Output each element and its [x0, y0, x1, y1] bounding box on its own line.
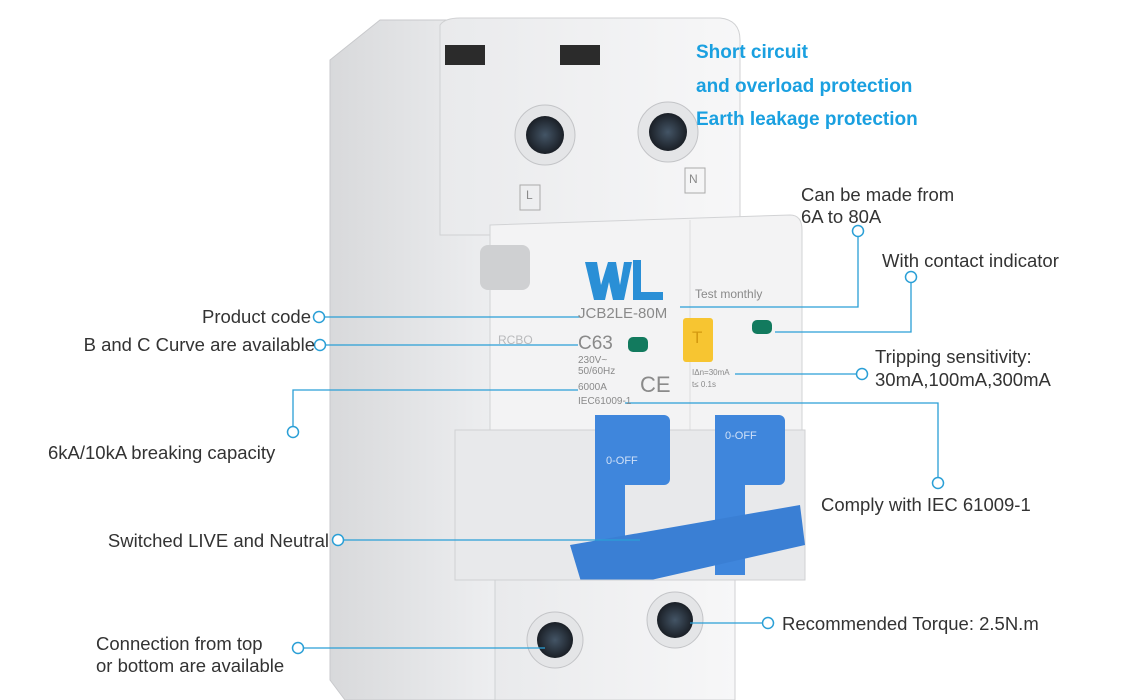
callout-product-code: Product code — [201, 306, 311, 327]
callout-dots — [286, 224, 945, 655]
terminal-n: N — [689, 172, 698, 186]
device-model: JCB2LE-80M — [578, 305, 668, 322]
terminal-l: L — [526, 188, 533, 202]
leader-indicator — [775, 283, 912, 333]
headline-line-3: Earth leakage protection — [696, 109, 918, 130]
device-breaking: 6000A — [578, 382, 607, 393]
callout-curve: B and C Curve are available — [83, 334, 315, 355]
test-monthly-label: Test monthly — [695, 287, 763, 301]
callout-connection-2: or bottom are available — [96, 655, 285, 676]
trip-time-text: t≤ 0.1s — [692, 380, 716, 389]
headline-line-1: Short circuit — [696, 42, 808, 63]
callout-connection-1: Connection from top — [96, 633, 263, 654]
callout-tripping-1: Tripping sensitivity: — [875, 346, 1032, 367]
handle-left — [600, 415, 670, 485]
sensitivity-text: IΔn=30mA — [692, 368, 730, 377]
brand-logo — [585, 262, 632, 300]
callout-rating-2: 6A to 80A — [801, 206, 882, 227]
ce-mark: CE — [640, 372, 671, 397]
handle-bar — [570, 505, 805, 595]
headline-line-2: and overload protection — [696, 76, 913, 97]
side-label: RCBO — [498, 333, 533, 347]
callout-tripping-2: 30mA,100mA,300mA — [875, 369, 1051, 390]
handle-text-left: 0-OFF — [606, 455, 638, 467]
handle-right — [715, 415, 785, 485]
test-button — [683, 318, 713, 362]
callout-indicator: With contact indicator — [882, 250, 1059, 271]
callout-breaking: 6kA/10kA breaking capacity — [48, 442, 276, 463]
callout-torque: Recommended Torque: 2.5N.m — [782, 613, 1039, 634]
callout-lines — [292, 237, 939, 649]
device-frequency: 50/60Hz — [578, 366, 616, 377]
handle-text-right: 0-OFF — [725, 430, 757, 442]
callout-switched: Switched LIVE and Neutral — [107, 530, 329, 551]
device-voltage: 230V~ — [578, 355, 608, 366]
leader-comply — [625, 402, 939, 477]
device-curve-rating: C63 — [578, 333, 613, 354]
callout-rating-1: Can be made from — [801, 184, 955, 205]
leader-rating — [680, 237, 859, 308]
test-button-label: T — [692, 328, 703, 347]
callout-comply: Comply with IEC 61009-1 — [821, 494, 1031, 515]
leader-breaking — [292, 389, 578, 426]
device-standard: IEC61009-1 — [578, 396, 632, 407]
